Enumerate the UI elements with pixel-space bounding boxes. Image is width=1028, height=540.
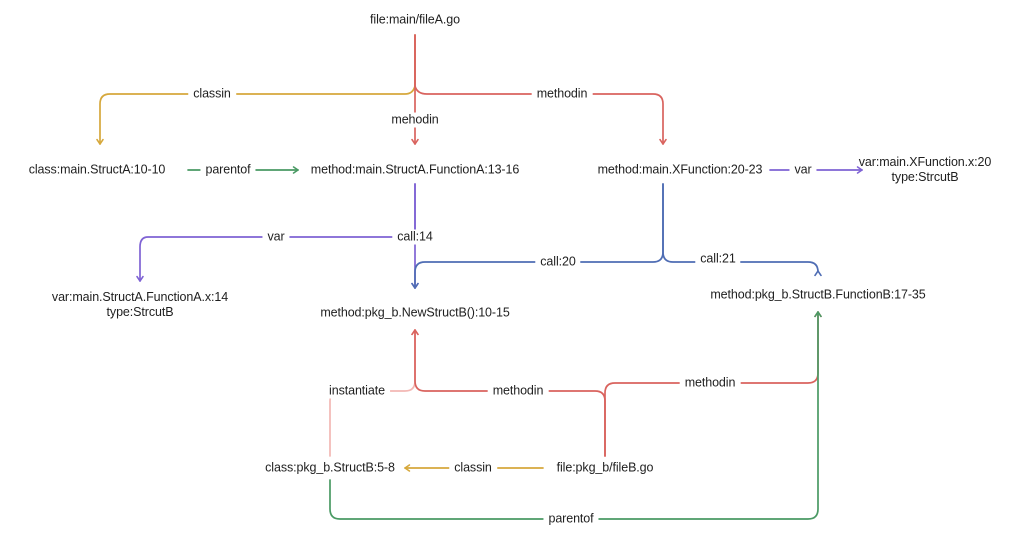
edge-label-call-21: call:21	[695, 251, 741, 267]
node-var-xfunction-x[interactable]: var:main.XFunction.x:20 type:StrcutB	[858, 155, 992, 184]
node-method-xfunction[interactable]: method:main.XFunction:20-23	[597, 162, 763, 177]
node-class-pkgb-structb[interactable]: class:pkg_b.StructB:5-8	[265, 460, 395, 475]
node-class-main-structa[interactable]: class:main.StructA:10-10	[28, 162, 166, 177]
edge-classin-structa	[96, 34, 416, 145]
edge-label-parentof-1: parentof	[200, 162, 256, 178]
edge-label-var-1: var	[789, 162, 817, 178]
edge-label-methodin-1: methodin	[531, 86, 593, 102]
edge-label-instantiate: instantiate	[324, 383, 390, 399]
edge-parentof-functionb	[329, 311, 822, 520]
edge-label-classin-1: classin	[188, 86, 236, 102]
node-method-newstructb[interactable]: method:pkg_b.NewStructB():10-15	[320, 305, 510, 320]
edge-label-classin-2: classin	[449, 460, 497, 476]
edge-label-call-14: call:14	[392, 229, 438, 245]
node-file-pkgb-fileb[interactable]: file:pkg_b/fileB.go	[556, 460, 654, 475]
node-var-functiona-x[interactable]: var:main.StructA.FunctionA.x:14 type:Str…	[51, 290, 229, 319]
edge-label-mehodin: mehodin	[386, 112, 444, 128]
edge-label-parentof-2: parentof	[543, 511, 599, 527]
edge-label-methodin-2: methodin	[487, 383, 549, 399]
edge-call20-newstructb	[411, 183, 664, 289]
edge-label-methodin-3: methodin	[679, 375, 741, 391]
node-method-structb-functionb[interactable]: method:pkg_b.StructB.FunctionB:17-35	[710, 287, 926, 302]
edge-label-var-2: var	[262, 229, 290, 245]
edge-label-call-20: call:20	[535, 254, 581, 270]
node-method-structa-functiona[interactable]: method:main.StructA.FunctionA:13-16	[310, 162, 520, 177]
node-file-main-filea[interactable]: file:main/fileA.go	[370, 12, 460, 27]
edge-var-functiona-x	[136, 183, 416, 282]
